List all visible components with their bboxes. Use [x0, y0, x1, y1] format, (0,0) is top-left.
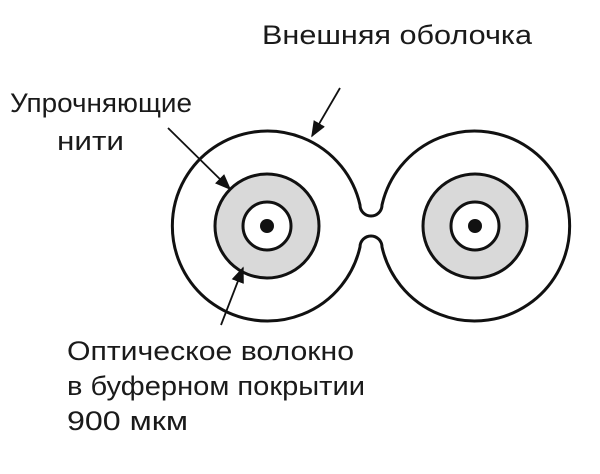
strength-members-label-line2: нити [57, 126, 124, 156]
fiber-core [468, 219, 482, 233]
strength-members-label-line1: Упрочняющие [10, 88, 192, 118]
outer-jacket-arrow [311, 87, 341, 138]
strength-members-arrow [167, 127, 232, 191]
outer-jacket-label: Внешняя оболочка [262, 20, 533, 50]
fiber-label-line2: в буферном покрытии [67, 371, 365, 401]
fiber-label-line1: Оптическое волокно [67, 336, 354, 366]
fiber-label-line3: 900 мкм [67, 406, 188, 436]
fiber-arrow [220, 266, 244, 326]
fiber-core [260, 219, 274, 233]
left-fiber-unit [213, 172, 321, 280]
right-fiber-unit [421, 172, 529, 280]
